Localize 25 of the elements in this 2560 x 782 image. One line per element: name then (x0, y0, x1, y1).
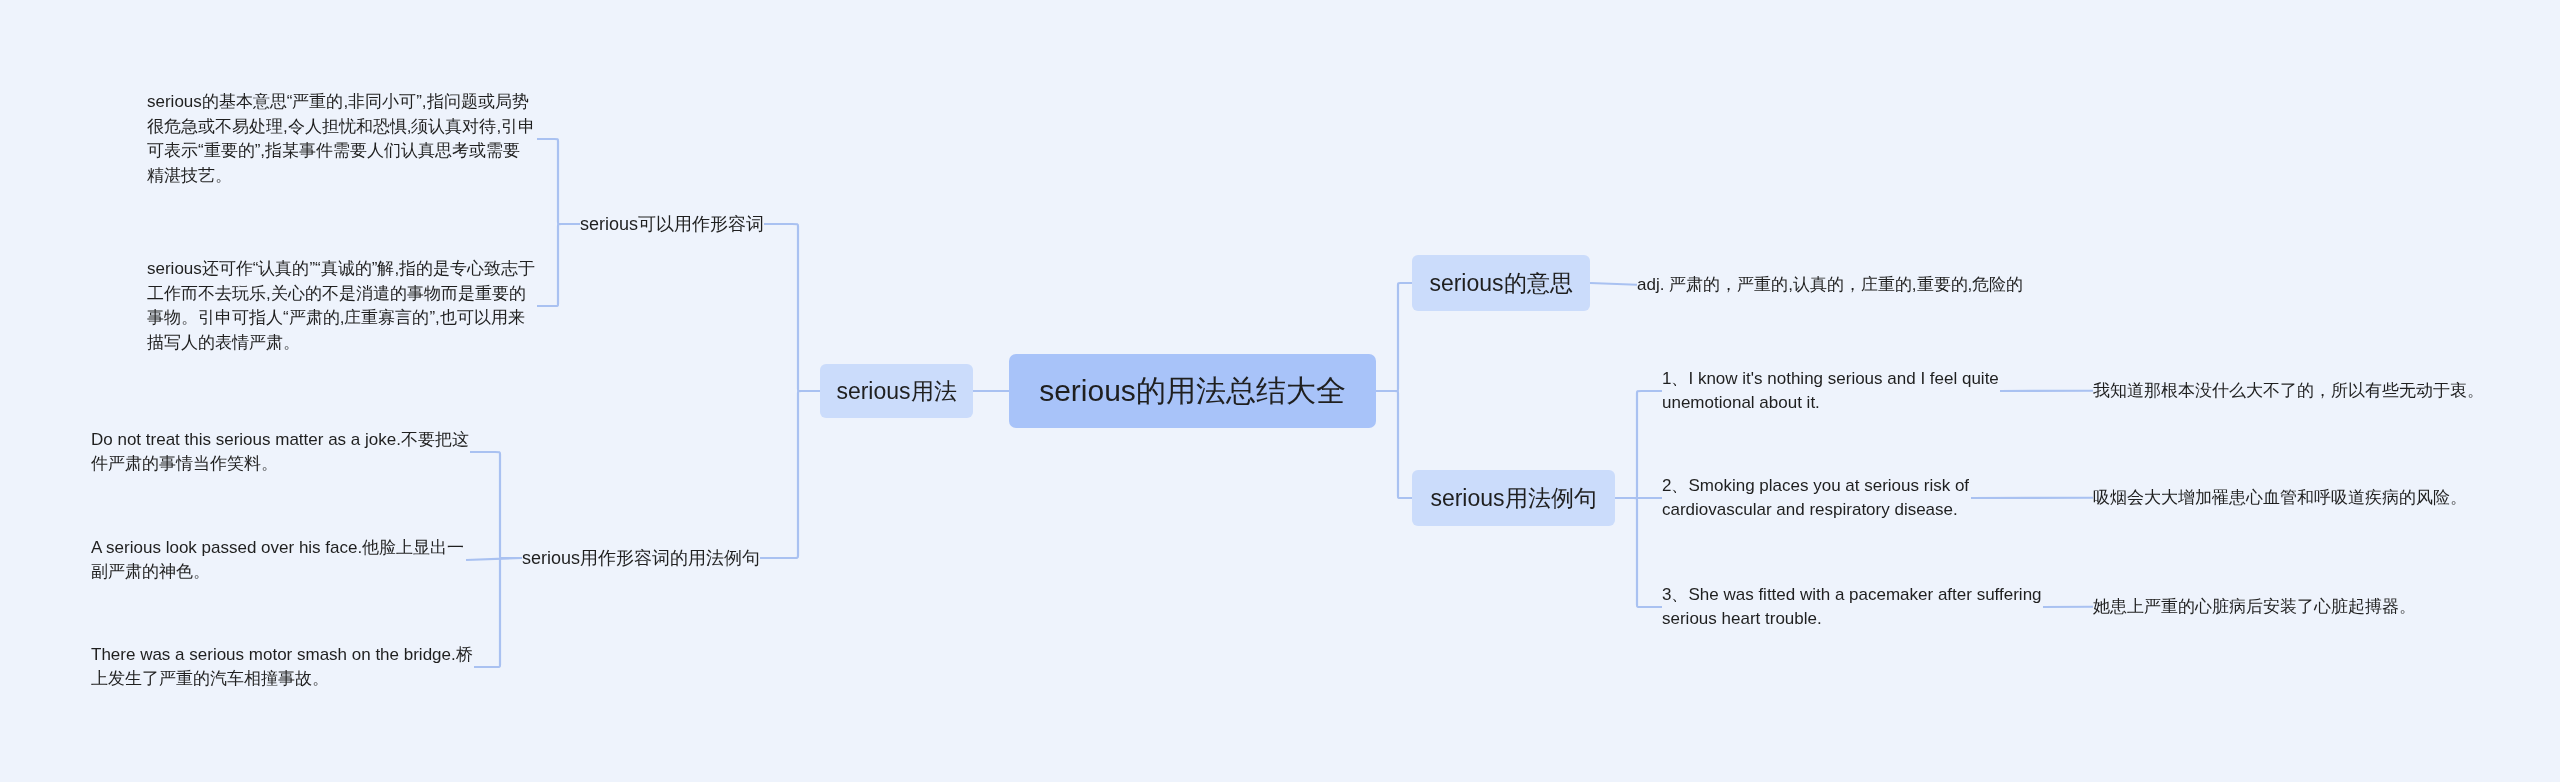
connector-line (1971, 496, 2093, 500)
note-text: 2、Smoking places you at serious risk of cardiovascular and respiratory disease. (1662, 473, 1971, 523)
topic-box: serious用法例句 (1412, 470, 1615, 526)
connector-line (1376, 389, 1412, 500)
topic-box: serious用法 (820, 364, 973, 418)
note-text: 3、She was fitted with a pacemaker after suffering serious heart trouble. (1662, 582, 2043, 632)
connector-line (2043, 605, 2093, 609)
note-text: 1、I know it's nothing serious and I feel quite unemotional about it. (1662, 366, 2000, 416)
connector-line (1589, 281, 1638, 286)
note-text: serious还可作“认真的”“真诚的”解,指的是专心致志于工作而不去玩乐,关心的不是消遣的事物而是重要的事物。引申可指人“严肃的,庄重寡言的”,也可以用来描写人的表情严肃。 (147, 257, 537, 355)
topic-box: serious的意思 (1412, 255, 1590, 311)
note-text: 吸烟会大大增加罹患心血管和呼吸道疾病的风险。 (2093, 485, 2468, 510)
note-text: 我知道那根本没什么大不了的，所以有些无动于衷。 (2093, 378, 2485, 403)
note-text: 她患上严重的心脏病后安装了心脏起搏器。 (2093, 594, 2417, 619)
central-topic-box: serious的用法总结大全 (1009, 354, 1376, 428)
connector-line (760, 389, 820, 560)
connector-line (973, 389, 1009, 393)
note-text: There was a serious motor smash on the bridge.桥上发生了严重的汽车相撞事故。 (91, 642, 474, 692)
note-text: serious的基本意思“严重的,非同小可”,指问题或局势很危急或不易处理,令人担忧和恐惧,须认真对待,引申可表示“重要的”,指某事件需要人们认真思考或需要精湛技艺。 (147, 90, 537, 188)
connector-line (2000, 389, 2093, 393)
subtopic-text: serious用作形容词的用法例句 (522, 546, 761, 570)
note-text: Do not treat this serious matter as a joke.不要把这件严肃的事情当作笑料。 (91, 427, 470, 477)
note-text: adj. 严肃的，严重的,认真的，庄重的,重要的,危险的 (1637, 272, 2025, 297)
note-text: A serious look passed over his face.他脸上显出一副严肃的神色。 (91, 535, 466, 585)
subtopic-text: serious可以用作形容词 (580, 212, 765, 236)
